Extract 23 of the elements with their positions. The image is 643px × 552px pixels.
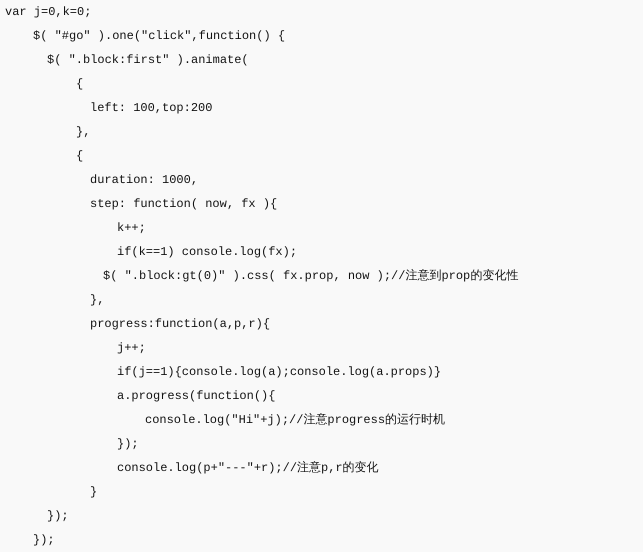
code-line: var j=0,k=0;: [5, 4, 92, 20]
code-line: {: [76, 76, 84, 92]
code-line: }: [90, 484, 98, 500]
code-line: progress:function(a,p,r){: [90, 316, 270, 332]
code-line: });: [117, 436, 139, 452]
code-line: $( ".block:gt(0)" ).css( fx.prop, now );//注意到prop的变化性: [103, 268, 518, 284]
code-line: $( "#go" ).one("click",function() {: [33, 28, 286, 44]
code-line: a.progress(function(){: [117, 388, 276, 404]
code-line: });: [47, 508, 69, 524]
code-line: k++;: [117, 220, 146, 236]
code-line: j++;: [117, 340, 146, 356]
code-line: },: [90, 292, 104, 308]
code-line: {: [76, 148, 84, 164]
code-line: });: [33, 532, 55, 548]
code-line: duration: 1000,: [90, 172, 198, 188]
code-line: left: 100,top:200: [90, 100, 212, 116]
code-line: console.log(p+"---"+r);//注意p,r的变化: [117, 460, 379, 476]
code-line: step: function( now, fx ){: [90, 196, 278, 212]
code-line: if(j==1){console.log(a);console.log(a.props)}: [117, 364, 442, 380]
code-line: $( ".block:first" ).animate(: [47, 52, 249, 68]
code-line: if(k==1) console.log(fx);: [117, 244, 298, 260]
code-line: },: [76, 124, 90, 140]
code-line: console.log("Hi"+j);//注意progress的运行时机: [145, 412, 446, 428]
